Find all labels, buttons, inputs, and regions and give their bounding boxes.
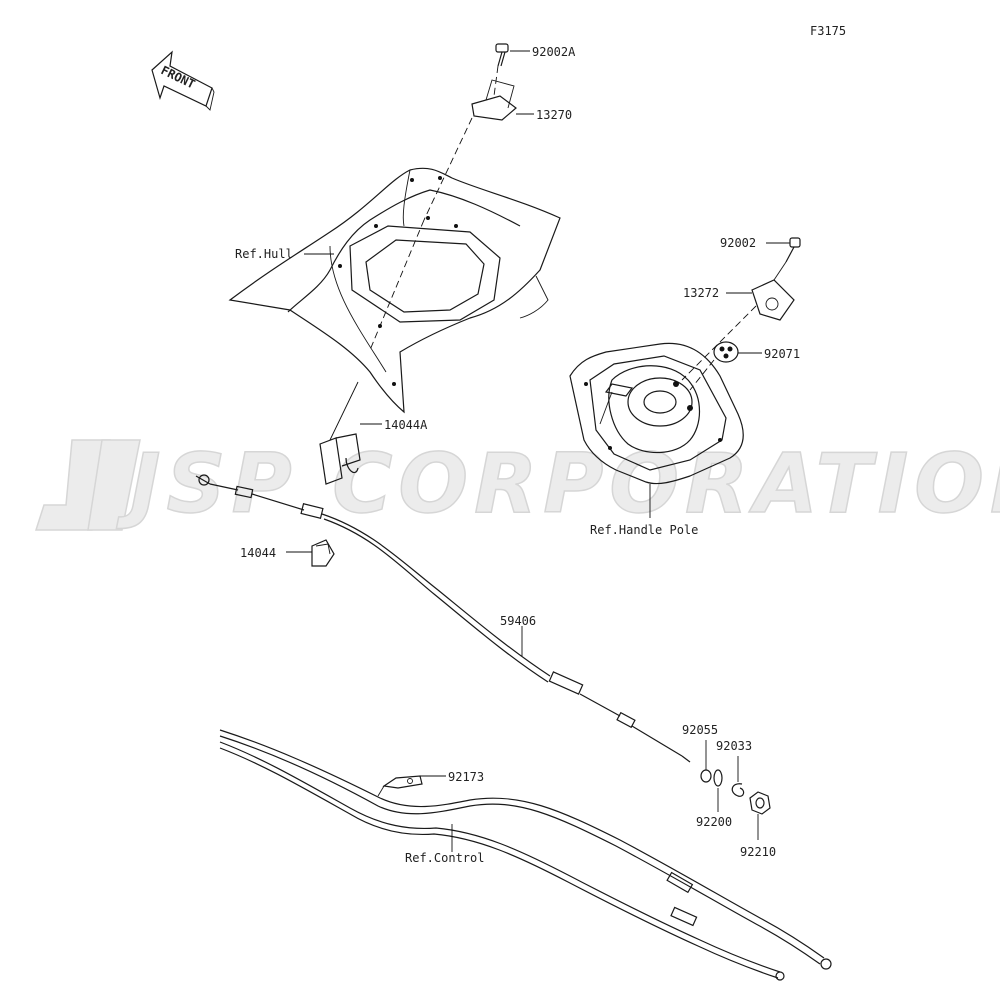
callout-92002: 92002 (720, 236, 756, 250)
callout-92173: 92173 (448, 770, 484, 784)
callout-13270: 13270 (536, 108, 572, 122)
bolt-92002a-icon (495, 43, 509, 67)
hull-icon (228, 167, 561, 414)
snap-ring-92033-icon (731, 783, 745, 797)
callout-92210: 92210 (740, 845, 776, 859)
watermark: JSP CORPORATION (34, 436, 1000, 533)
callout-ref-handle-pole: Ref.Handle Pole (590, 523, 698, 537)
cable-59406-icon (195, 474, 691, 763)
handle-pole-icon (569, 342, 744, 485)
grommet-92071-icon (713, 341, 739, 363)
oring-92200-icon (713, 769, 723, 787)
clip-92173-icon (377, 775, 423, 797)
callout-92071: 92071 (764, 347, 800, 361)
callout-92200: 92200 (696, 815, 732, 829)
callout-59406: 59406 (500, 614, 536, 628)
nut-92210-icon (749, 791, 771, 815)
callout-14044: 14044 (240, 546, 276, 560)
callout-92055: 92055 (682, 723, 718, 737)
callout-ref-hull: Ref.Hull (235, 247, 293, 261)
callout-ref-control: Ref.Control (405, 851, 484, 865)
callout-92002a: 92002A (532, 45, 576, 59)
callout-14044a: 14044A (384, 418, 428, 432)
bracket-13272-icon (751, 261, 795, 321)
bolt-92002-icon (785, 237, 801, 263)
watermark-text: JSP CORPORATION (116, 437, 1000, 532)
clamp-14044a-icon (319, 433, 361, 485)
plate-13270-icon (471, 79, 517, 121)
front-label: FRONT (159, 63, 198, 91)
callout-13272: 13272 (683, 286, 719, 300)
control-cable-icon (219, 729, 832, 981)
callout-92033: 92033 (716, 739, 752, 753)
washer-92055-icon (700, 769, 712, 783)
figure-code: F3175 (810, 24, 846, 38)
front-arrow-icon: FRONT (151, 50, 215, 111)
clip-14044-icon (311, 539, 335, 567)
